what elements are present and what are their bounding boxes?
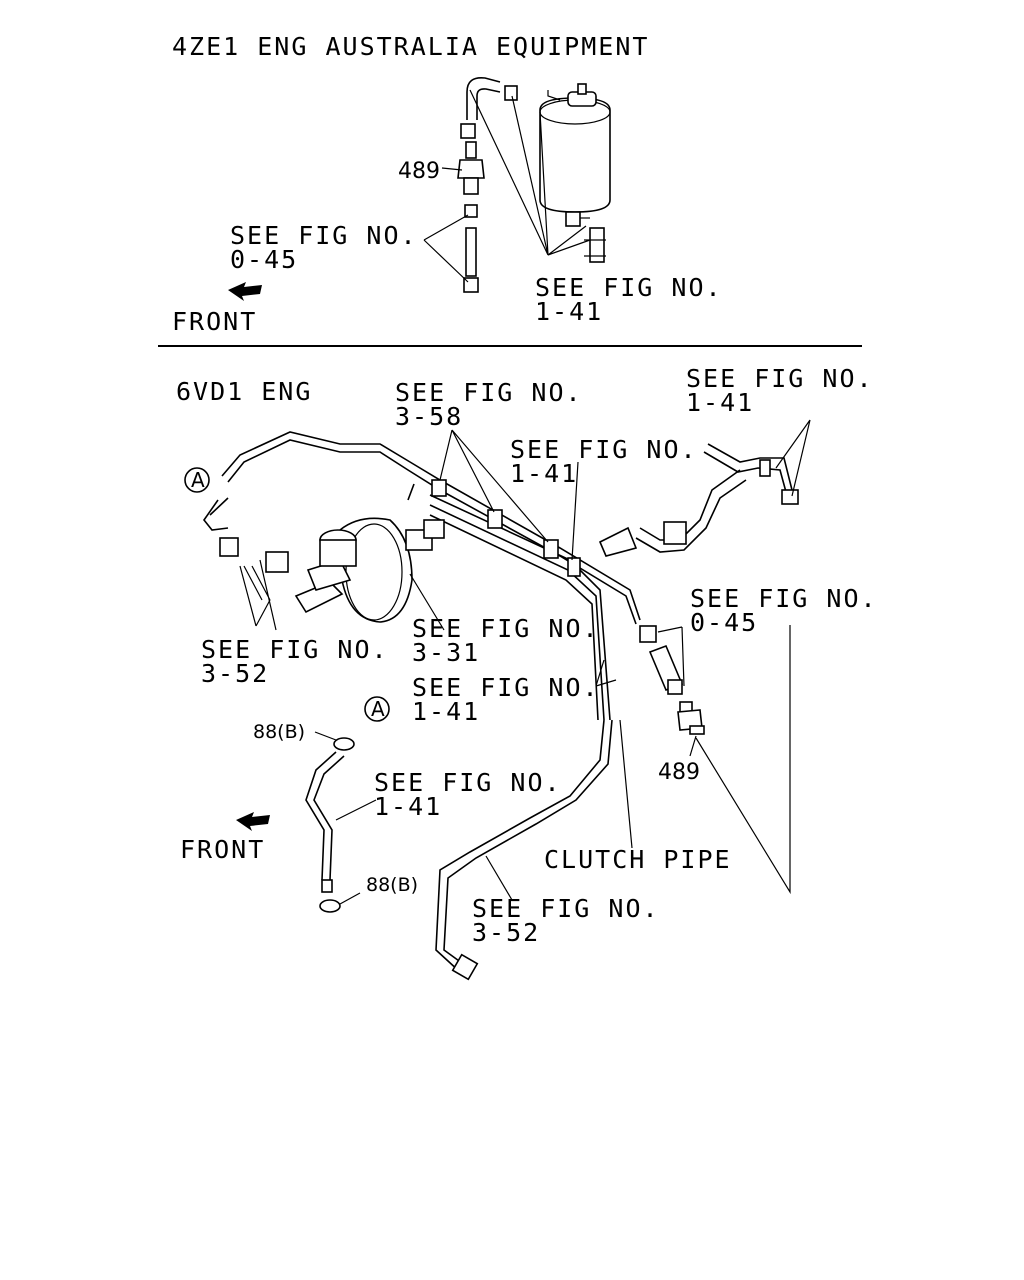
lower-left-hose (305, 737, 355, 913)
ref-331-line2: 3-31 (412, 638, 480, 667)
ref-352a-line1: SEE FIG NO. (201, 635, 389, 664)
front-label-top: FRONT (172, 307, 257, 336)
front-arrow-icon-top (228, 282, 262, 301)
part-489-label-bottom: 489 (658, 760, 700, 785)
bottom-section-title: 6VD1 ENG (176, 377, 312, 406)
top-section-title: 4ZE1 ENG AUSTRALIA EQUIPMENT (172, 32, 649, 61)
ref-141b-line2: 1-41 (510, 459, 578, 488)
master-cylinder (219, 529, 357, 631)
clamp-label-upper: 88(B) (253, 721, 305, 743)
leader-lines-bottom (239, 419, 811, 905)
part-489-valve-top (441, 141, 485, 195)
ref-045-top-line1: SEE FIG NO. (230, 221, 418, 250)
ref-358-line2: 3-58 (395, 402, 463, 431)
fluid-reservoir (539, 83, 611, 227)
ref-141b-line1: SEE FIG NO. (510, 435, 698, 464)
callout-a-lower-letter: A (371, 697, 385, 721)
callout-a-upper-letter: A (191, 468, 205, 492)
ref-141d-line2: 1-41 (374, 792, 442, 821)
ref-331-line1: SEE FIG NO. (412, 614, 600, 643)
callout-a-upper: A (184, 467, 210, 493)
leader-lines-top (423, 89, 591, 283)
ref-045-bottom-line1: SEE FIG NO. (690, 584, 878, 613)
upper-right-hose (598, 443, 799, 557)
clutch-pipe-label: CLUTCH PIPE (544, 845, 732, 874)
ref-141a-line2: 1-41 (686, 388, 754, 417)
brake-booster (339, 517, 445, 623)
callout-a-lower: A (364, 696, 390, 722)
ref-141a-line1: SEE FIG NO. (686, 364, 874, 393)
ref-141c-line1: SEE FIG NO. (412, 673, 600, 702)
part-489-valve-bottom (677, 701, 705, 735)
clutch-pipe (435, 719, 613, 981)
ref-352b-line1: SEE FIG NO. (472, 894, 660, 923)
ref-358-line1: SEE FIG NO. (395, 378, 583, 407)
ref-141-top-line2: 1-41 (535, 297, 603, 326)
front-arrow-icon-bottom (236, 812, 270, 831)
ref-141-top-line1: SEE FIG NO. (535, 273, 723, 302)
front-label-bottom: FRONT (180, 835, 265, 864)
ref-141c-line2: 1-41 (412, 697, 480, 726)
brake-pipe-upper (203, 431, 641, 625)
ref-045-top-line2: 0-45 (230, 245, 298, 274)
part-489-label-top: 489 (398, 159, 440, 184)
lower-right-hose (639, 625, 684, 695)
ref-352b-line2: 3-52 (472, 918, 540, 947)
ref-045-bottom-line2: 0-45 (690, 608, 758, 637)
ref-352a-line2: 3-52 (201, 659, 269, 688)
pipe-bundle (407, 479, 611, 721)
clamp-label-lower: 88(B) (366, 874, 418, 896)
ref-141d-line1: SEE FIG NO. (374, 768, 562, 797)
